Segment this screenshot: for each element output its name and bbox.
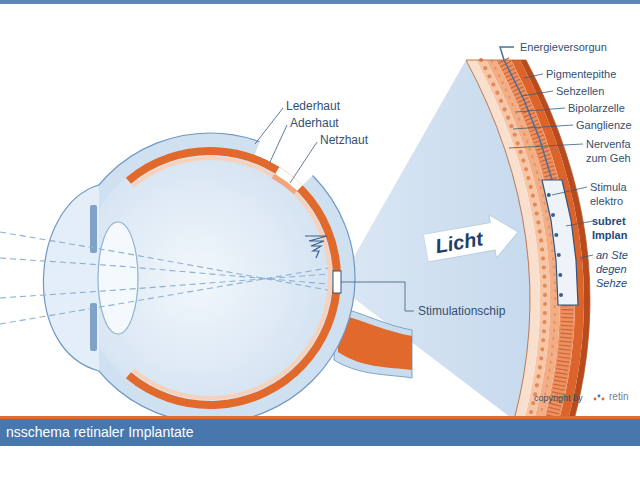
vitreous-body [79, 147, 341, 409]
part-label: Stimulationschip [418, 304, 505, 319]
leader-line [516, 108, 565, 112]
part-label: Pigmentepithe [546, 67, 616, 81]
retina [133, 158, 330, 398]
choroid [128, 151, 337, 405]
leader-line [255, 108, 283, 144]
part-label: Sehzellen [556, 84, 604, 98]
part-label: retin [609, 390, 628, 403]
iris [90, 303, 97, 351]
electrode [558, 273, 562, 277]
leader-line [524, 74, 543, 78]
leader-line [566, 221, 593, 226]
part-label: Bipolarzelle [568, 101, 625, 115]
logo-dot [598, 395, 601, 398]
subretinal-implant [542, 180, 578, 305]
leader-lines [509, 74, 593, 258]
logo-dot [602, 398, 605, 401]
logo-dots [594, 395, 605, 401]
electrodes [547, 193, 563, 297]
part-label: Aderhaut [290, 116, 339, 131]
light-ray [0, 232, 328, 290]
cornea [43, 185, 99, 371]
implant-symbol [305, 236, 327, 258]
part-label: an Ste degen Sehze [596, 248, 636, 290]
electrode [551, 213, 555, 217]
title-bar [0, 419, 640, 446]
part-label: Nervenfa zum Geh [586, 137, 636, 165]
top-rule [0, 0, 640, 4]
leader-line [580, 255, 593, 258]
electrode [554, 233, 558, 237]
part-label: Ganglienze [576, 118, 632, 132]
optic-nerve [338, 314, 412, 370]
light-rays [0, 232, 328, 324]
part-label: Stimula elektro [590, 180, 636, 208]
logo-dot [594, 398, 597, 401]
leader-line [513, 125, 573, 129]
arrow-shape [422, 210, 522, 270]
diagram-title: nsschema retinaler Implantate [6, 419, 194, 446]
light-ray [0, 274, 328, 298]
leader-line [341, 282, 414, 311]
electrode [547, 193, 551, 197]
leader-line [270, 125, 287, 162]
cornea-outline [43, 185, 99, 371]
part-label: subret Implan [592, 214, 636, 242]
retina-exposed [273, 176, 296, 193]
leader-line [522, 91, 553, 96]
part-label: Netzhaut [320, 133, 368, 148]
light-ray [0, 258, 328, 284]
part-label: Lederhaut [286, 99, 340, 114]
part-label: copyright by [534, 393, 583, 404]
part-label: Energieversorgun [520, 40, 607, 54]
lens [98, 222, 138, 334]
leader-line [290, 142, 317, 183]
light-arrow: Licht [422, 210, 522, 270]
leader-line [552, 187, 587, 195]
light-ray [0, 268, 328, 324]
stimulation-chip [333, 271, 341, 293]
power-cable [500, 47, 552, 180]
electrode [557, 253, 561, 257]
electrode [559, 293, 563, 297]
leader-line [509, 144, 583, 148]
title-rule [0, 416, 640, 419]
sclera [65, 133, 355, 423]
leader-lines [255, 108, 414, 311]
iris [90, 205, 97, 253]
